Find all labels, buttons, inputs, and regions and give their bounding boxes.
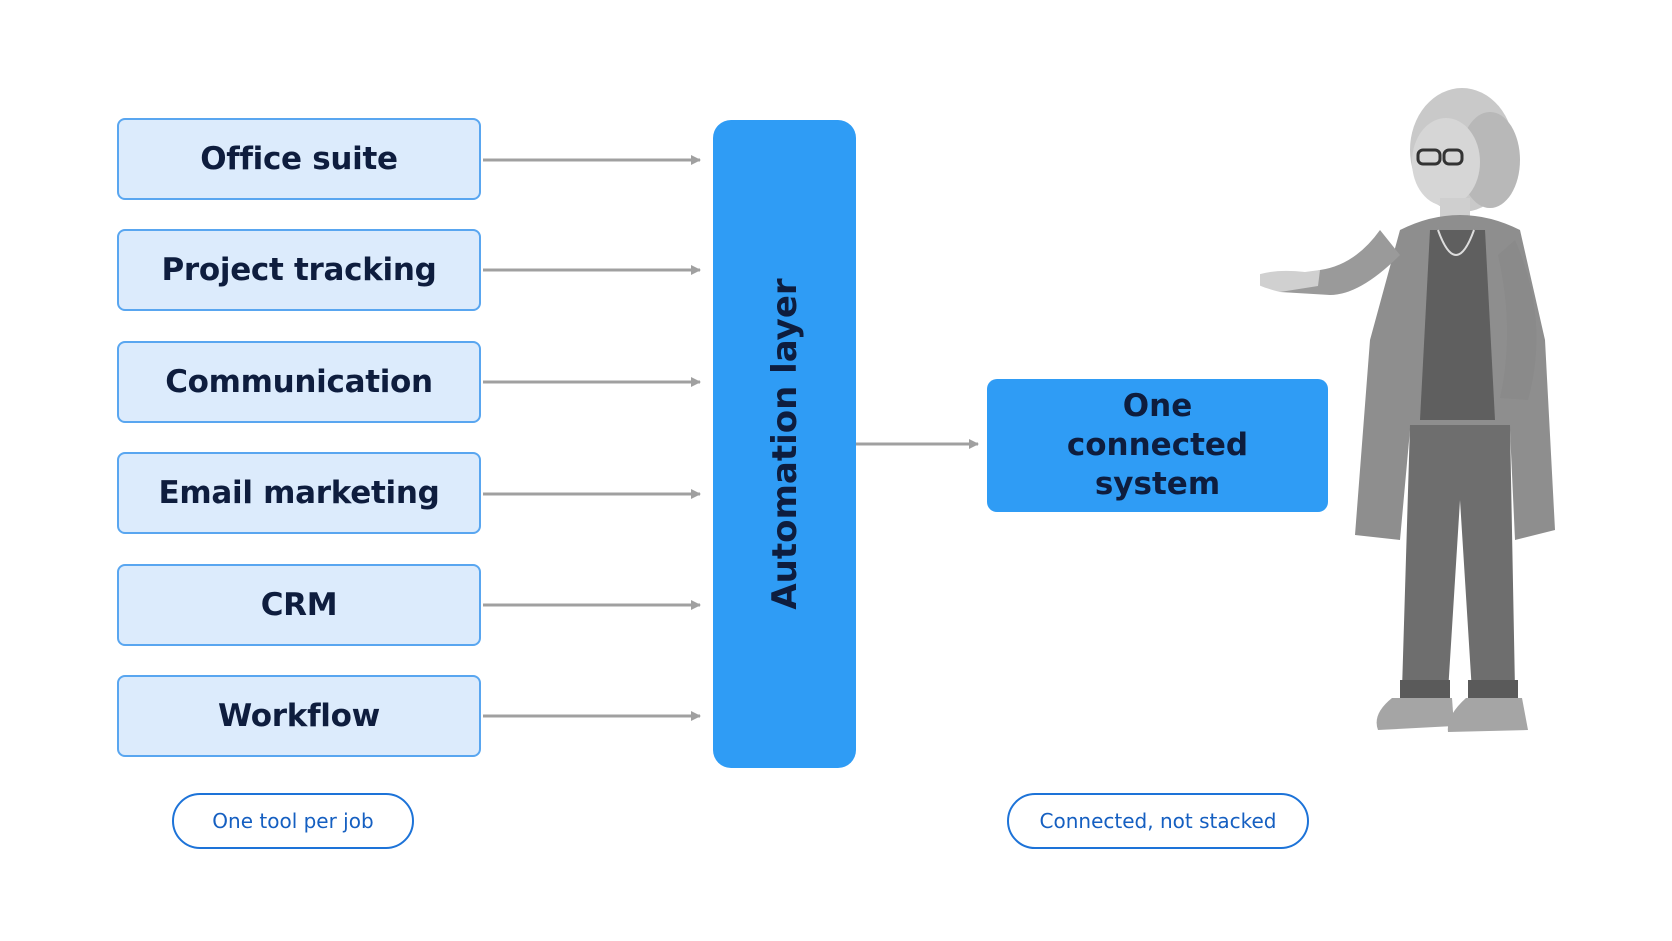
presenter-person-icon	[1260, 88, 1555, 732]
automation-layer-label: Automation layer	[764, 278, 805, 610]
tool-label: Office suite	[200, 141, 398, 177]
tool-box-email-marketing: Email marketing	[117, 452, 481, 534]
tool-label: Workflow	[218, 698, 380, 734]
caption-left-text: One tool per job	[212, 809, 374, 833]
tool-label: CRM	[260, 587, 338, 623]
tool-box-project-tracking: Project tracking	[117, 229, 481, 311]
tool-label: Email marketing	[158, 475, 440, 511]
tool-label: Project tracking	[161, 252, 437, 288]
automation-layer-block: Automation layer	[713, 120, 856, 768]
connected-system-label: One connected system	[1066, 388, 1249, 502]
tool-label: Communication	[165, 364, 433, 400]
tool-box-office-suite: Office suite	[117, 118, 481, 200]
tool-box-workflow: Workflow	[117, 675, 481, 757]
tool-box-crm: CRM	[117, 564, 481, 646]
caption-pill-right: Connected, not stacked	[1007, 793, 1309, 849]
tool-box-communication: Communication	[117, 341, 481, 423]
caption-pill-left: One tool per job	[172, 793, 414, 849]
connected-system-box: One connected system	[987, 379, 1328, 512]
caption-right-text: Connected, not stacked	[1039, 809, 1277, 833]
